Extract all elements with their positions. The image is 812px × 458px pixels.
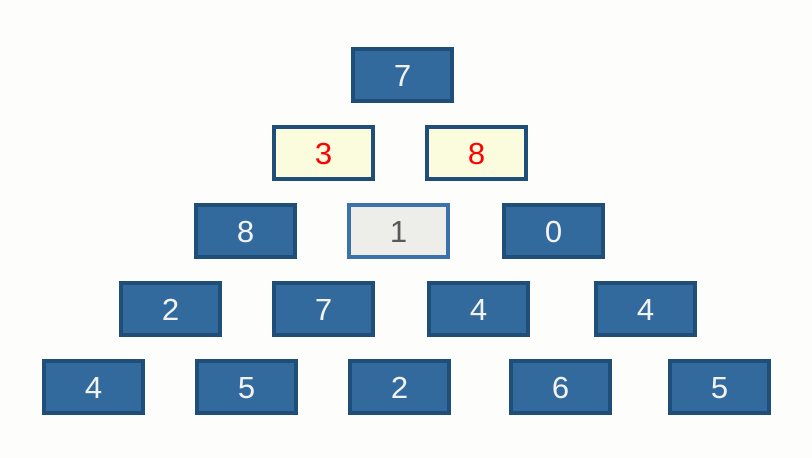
pyramid-cell-r4-c1[interactable]: 2 bbox=[119, 281, 222, 337]
pyramid-cell-r2-c1[interactable]: 3 bbox=[272, 125, 375, 181]
pyramid-row-1: 7 bbox=[0, 47, 812, 103]
pyramid-cell-r5-c1[interactable]: 4 bbox=[42, 359, 145, 415]
pyramid-cell-r2-c2[interactable]: 8 bbox=[425, 125, 528, 181]
pyramid-cell-r3-c2[interactable]: 1 bbox=[347, 203, 450, 259]
pyramid-cell-r3-c1[interactable]: 8 bbox=[194, 203, 297, 259]
pyramid-cell-r4-c3[interactable]: 4 bbox=[427, 281, 530, 337]
pyramid-cell-r5-c2[interactable]: 5 bbox=[195, 359, 298, 415]
pyramid-cell-r4-c2[interactable]: 7 bbox=[272, 281, 375, 337]
pyramid-cell-r1-c1[interactable]: 7 bbox=[351, 47, 454, 103]
pyramid-cell-r3-c3[interactable]: 0 bbox=[502, 203, 605, 259]
pyramid-cell-r5-c5[interactable]: 5 bbox=[668, 359, 771, 415]
pyramid-cell-r4-c4[interactable]: 4 bbox=[594, 281, 697, 337]
pyramid-cell-r5-c4[interactable]: 6 bbox=[509, 359, 612, 415]
pyramid-cell-r5-c3[interactable]: 2 bbox=[348, 359, 451, 415]
